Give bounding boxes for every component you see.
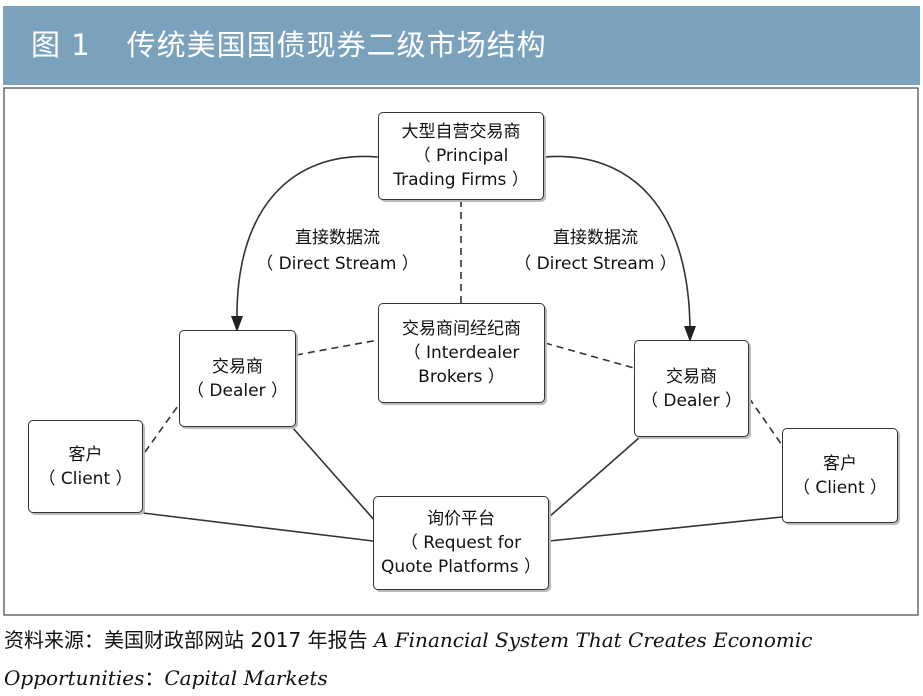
node-label-en: Trading Firms ） [393, 170, 529, 190]
source-report-title: A Financial System That Creates Economic [373, 628, 813, 652]
node-label-en: （ Principal [413, 146, 509, 166]
edge-idb-dealer-right [544, 342, 635, 369]
edge-dealer-right-rfq [548, 436, 641, 518]
diagram-frame [3, 87, 919, 616]
node-client-left: 客户 （ Client ） [28, 420, 143, 513]
figure-number: 图 1 [31, 28, 91, 62]
source-report-subtitle: Capital Markets [164, 666, 328, 690]
node-label-en: （ Client ） [38, 468, 133, 489]
edge-dealer-left-idb [295, 339, 379, 356]
source-report-title: Opportunities [4, 666, 145, 690]
node-client-right: 客户 （ Client ） [782, 428, 898, 523]
source-note-line2: Opportunities：Capital Markets [4, 662, 328, 691]
arrowhead-right-icon [684, 326, 696, 342]
source-separator: ： [144, 666, 165, 690]
node-label-zh: 交易商 [212, 356, 263, 377]
node-label-en: （ Dealer ） [187, 380, 288, 401]
node-label-zh: 客户 [823, 453, 857, 474]
edge-label-direct-stream-left: 直接数据流 （ Direct Stream ） [250, 225, 425, 277]
arrow-ptf-dealer-left [236, 155, 379, 323]
edge-label-zh: 直接数据流 [553, 228, 638, 248]
edge-dealer-left-rfq [291, 426, 377, 523]
edge-label-en: （ Direct Stream ） [514, 254, 677, 274]
node-label-zh: 客户 [68, 444, 103, 465]
source-prefix: 资料来源：美国财政部网站 2017 年报告 [4, 628, 368, 652]
edge-client-left-rfq [142, 512, 374, 542]
figure-title-bar: 图 1 传统美国国债现券二级市场结构 [3, 6, 920, 85]
node-label-zh: 交易商间经纪商 [402, 319, 521, 339]
node-rfq-platforms: 询价平台 （ Request for Quote Platforms ） [373, 496, 549, 590]
arrowhead-left-icon [231, 316, 243, 332]
node-label-en: （ Interdealer [403, 343, 520, 363]
node-label-en: （ Client ） [792, 477, 888, 498]
node-dealer-left: 交易商 （ Dealer ） [179, 330, 296, 427]
edge-client-left-dealer [144, 402, 181, 453]
figure-title: 传统美国国债现券二级市场结构 [126, 28, 547, 62]
edge-label-zh: 直接数据流 [295, 228, 380, 248]
node-label-en: Quote Platforms ） [380, 557, 542, 577]
node-label-zh: 大型自营交易商 [401, 122, 521, 142]
edge-client-right-rfq [548, 516, 783, 542]
node-principal-trading-firms: 大型自营交易商 （ Principal Trading Firms ） [378, 112, 544, 200]
edge-dealer-client-right [748, 397, 783, 446]
arrow-ptf-dealer-right [543, 155, 691, 333]
node-label-zh: 询价平台 [427, 509, 495, 529]
edge-label-direct-stream-right: 直接数据流 （ Direct Stream ） [508, 225, 683, 277]
source-note-line1: 资料来源：美国财政部网站 2017 年报告 A Financial System… [4, 624, 812, 653]
node-interdealer-brokers: 交易商间经纪商 （ Interdealer Brokers ） [378, 303, 545, 403]
node-label-en: （ Dealer ） [641, 390, 742, 411]
node-dealer-right: 交易商 （ Dealer ） [634, 340, 749, 437]
node-label-zh: 交易商 [666, 366, 717, 387]
node-label-en: （ Request for [400, 533, 522, 553]
node-label-en: Brokers ） [418, 367, 505, 387]
edge-label-en: （ Direct Stream ） [256, 254, 419, 274]
